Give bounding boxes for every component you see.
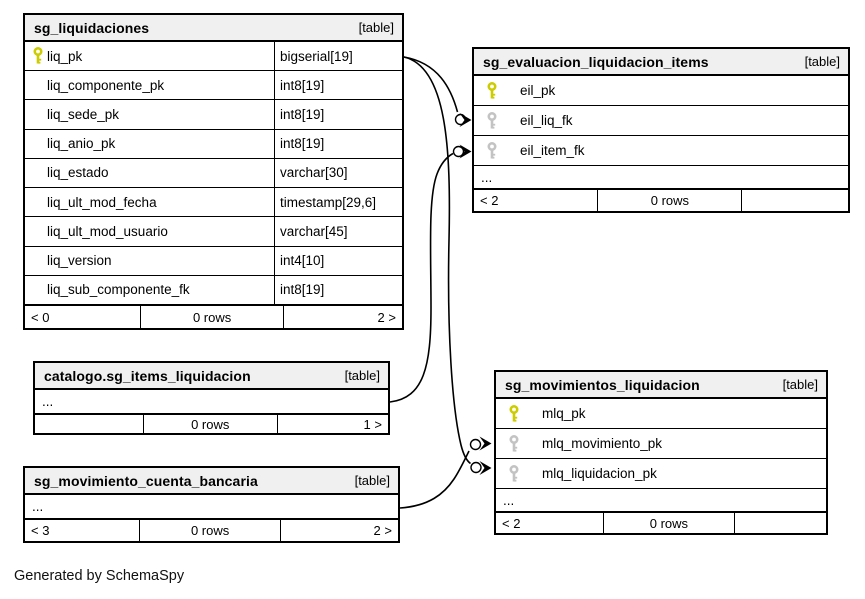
column-rows: eil_pk eil_liq_fk eil_item_fk	[474, 76, 848, 165]
column-rows: mlq_pk mlq_movimiento_pk mlq_liquidacion…	[496, 399, 826, 488]
primary-key-icon	[33, 47, 43, 65]
table-header: sg_movimiento_cuenta_bancaria [table]	[25, 468, 398, 495]
column-type: varchar[45]	[274, 217, 402, 246]
column-name: mlq_liquidacion_pk	[542, 466, 657, 481]
table-name[interactable]: sg_movimiento_cuenta_bancaria	[34, 472, 258, 489]
column-type: varchar[30]	[274, 158, 402, 188]
footer-children-count: 2 >	[283, 306, 402, 328]
table-header: sg_movimientos_liquidacion [table]	[496, 372, 826, 399]
column-name: mlq_movimiento_pk	[542, 436, 663, 451]
hidden-columns-ellipsis: ...	[42, 394, 54, 409]
table-footer: < 2 0 rows	[474, 188, 848, 211]
column-row-liq_ult_mod_usuario: liq_ult_mod_usuario varchar[45]	[25, 217, 402, 247]
column-name: liq_componente_pk	[47, 77, 165, 93]
hidden-columns-ellipsis: ...	[496, 488, 826, 511]
table-footer: < 2 0 rows	[496, 511, 826, 533]
table-header: sg_liquidaciones [table]	[25, 15, 402, 42]
table-sg-evaluacion-liquidacion-items: sg_evaluacion_liquidacion_items [table] …	[472, 47, 850, 213]
foreign-key-icon	[487, 111, 497, 130]
footer-children-count: 2 >	[280, 520, 397, 541]
table-header: catalogo.sg_items_liquidacion [table]	[35, 363, 388, 390]
table-type-tag: [table]	[354, 473, 390, 488]
table-name[interactable]: sg_liquidaciones	[34, 19, 150, 36]
column-row-eil_pk: eil_pk	[474, 76, 848, 106]
column-name: liq_ult_mod_usuario	[47, 223, 168, 239]
column-type: timestamp[29,6]	[274, 188, 402, 217]
footer-parents-count: < 3	[31, 523, 50, 538]
column-row-eil_item_fk: eil_item_fk	[474, 136, 848, 165]
column-type: int8[19]	[274, 71, 402, 100]
edge-items_liquidacion-to-eil_item_fk	[389, 144, 472, 403]
generated-by-note: Generated by SchemaSpy	[14, 568, 185, 584]
column-name: eil_liq_fk	[520, 113, 573, 128]
table-sg-movimiento-cuenta-bancaria: sg_movimiento_cuenta_bancaria [table] ..…	[23, 466, 400, 543]
footer-parents-count	[35, 415, 143, 433]
footer-row-count: 0 rows	[597, 190, 741, 211]
primary-key-icon	[487, 81, 497, 100]
table-catalogo-sg-items-liquidacion: catalogo.sg_items_liquidacion [table] ..…	[33, 361, 390, 435]
column-name: liq_estado	[47, 165, 109, 181]
hidden-columns-ellipsis: ...	[474, 165, 848, 188]
column-name: liq_version	[47, 253, 112, 269]
column-type: int8[19]	[274, 275, 402, 304]
column-name: eil_pk	[520, 83, 556, 98]
edge-liq_pk-to-eil_liq_fk	[403, 56, 472, 127]
column-name: liq_anio_pk	[47, 136, 116, 152]
footer-row-count: 0 rows	[139, 306, 283, 328]
column-row-liq_estado: liq_estado varchar[30]	[25, 158, 402, 189]
footer-row-count: 0 rows	[142, 415, 277, 433]
footer-row-count: 0 rows	[138, 520, 281, 541]
column-row-eil_liq_fk: eil_liq_fk	[474, 106, 848, 136]
column-type: int4[10]	[274, 246, 402, 275]
column-name: mlq_pk	[542, 406, 586, 421]
foreign-key-icon	[487, 141, 497, 160]
table-type-tag: [table]	[344, 368, 380, 383]
column-name: liq_sub_componente_fk	[47, 282, 190, 298]
column-type: int8[19]	[274, 100, 402, 129]
table-type-tag: [table]	[804, 54, 840, 69]
column-type: bigserial[19]	[274, 42, 402, 71]
table-footer: < 3 0 rows 2 >	[25, 518, 398, 541]
column-row-mlq_pk: mlq_pk	[496, 399, 826, 429]
table-header: sg_evaluacion_liquidacion_items [table]	[474, 49, 848, 76]
table-sg-movimientos-liquidacion: sg_movimientos_liquidacion [table] mlq_p…	[494, 370, 828, 535]
foreign-key-icon	[509, 464, 519, 483]
column-name: liq_pk	[47, 48, 83, 64]
footer-children-count	[741, 190, 848, 211]
column-name: eil_item_fk	[520, 143, 585, 158]
primary-key-icon	[509, 404, 519, 423]
table-type-tag: [table]	[782, 377, 818, 392]
column-type: int8[19]	[274, 129, 402, 158]
column-row-liq_pk: liq_pk bigserial[19]	[25, 42, 402, 72]
footer-children-count: 1 >	[276, 415, 388, 433]
table-type-tag: [table]	[358, 20, 394, 35]
column-name: liq_sede_pk	[47, 107, 120, 123]
table-name[interactable]: sg_evaluacion_liquidacion_items	[483, 53, 709, 70]
table-footer: < 0 0 rows 2 >	[25, 304, 402, 328]
column-rows: liq_pk bigserial[19] liq_componente_pk i…	[25, 42, 402, 304]
hidden-columns-ellipsis: ...	[32, 499, 44, 514]
column-name: liq_ult_mod_fecha	[47, 194, 157, 210]
footer-children-count	[733, 513, 826, 533]
column-row-mlq_movimiento_pk: mlq_movimiento_pk	[496, 429, 826, 459]
footer-row-count: 0 rows	[603, 513, 733, 533]
column-row-liq_ult_mod_fecha: liq_ult_mod_fecha timestamp[29,6]	[25, 188, 402, 218]
table-sg-liquidaciones: sg_liquidaciones [table] liq_pk bigseria…	[23, 13, 404, 330]
footer-parents-count: < 2	[480, 193, 499, 208]
column-row-liq_anio_pk: liq_anio_pk int8[19]	[25, 129, 402, 159]
footer-parents-count: < 2	[502, 515, 521, 531]
edge-liq_pk-to-mlq_liquidacion_pk	[403, 56, 492, 475]
column-row-liq_version: liq_version int4[10]	[25, 246, 402, 276]
column-row-liq_componente_pk: liq_componente_pk int8[19]	[25, 71, 402, 101]
footer-parents-count: < 0	[31, 309, 50, 325]
column-row-liq_sede_pk: liq_sede_pk int8[19]	[25, 100, 402, 130]
foreign-key-icon	[509, 434, 519, 453]
edge-cuenta_bancaria-to-mlq_movimiento_pk	[399, 436, 492, 509]
column-row-mlq_liquidacion_pk: mlq_liquidacion_pk	[496, 459, 826, 488]
column-row-liq_sub_componente_fk: liq_sub_componente_fk int8[19]	[25, 275, 402, 304]
table-footer: 0 rows 1 >	[35, 413, 388, 433]
table-name[interactable]: catalogo.sg_items_liquidacion	[44, 367, 251, 384]
table-name[interactable]: sg_movimientos_liquidacion	[505, 376, 700, 393]
